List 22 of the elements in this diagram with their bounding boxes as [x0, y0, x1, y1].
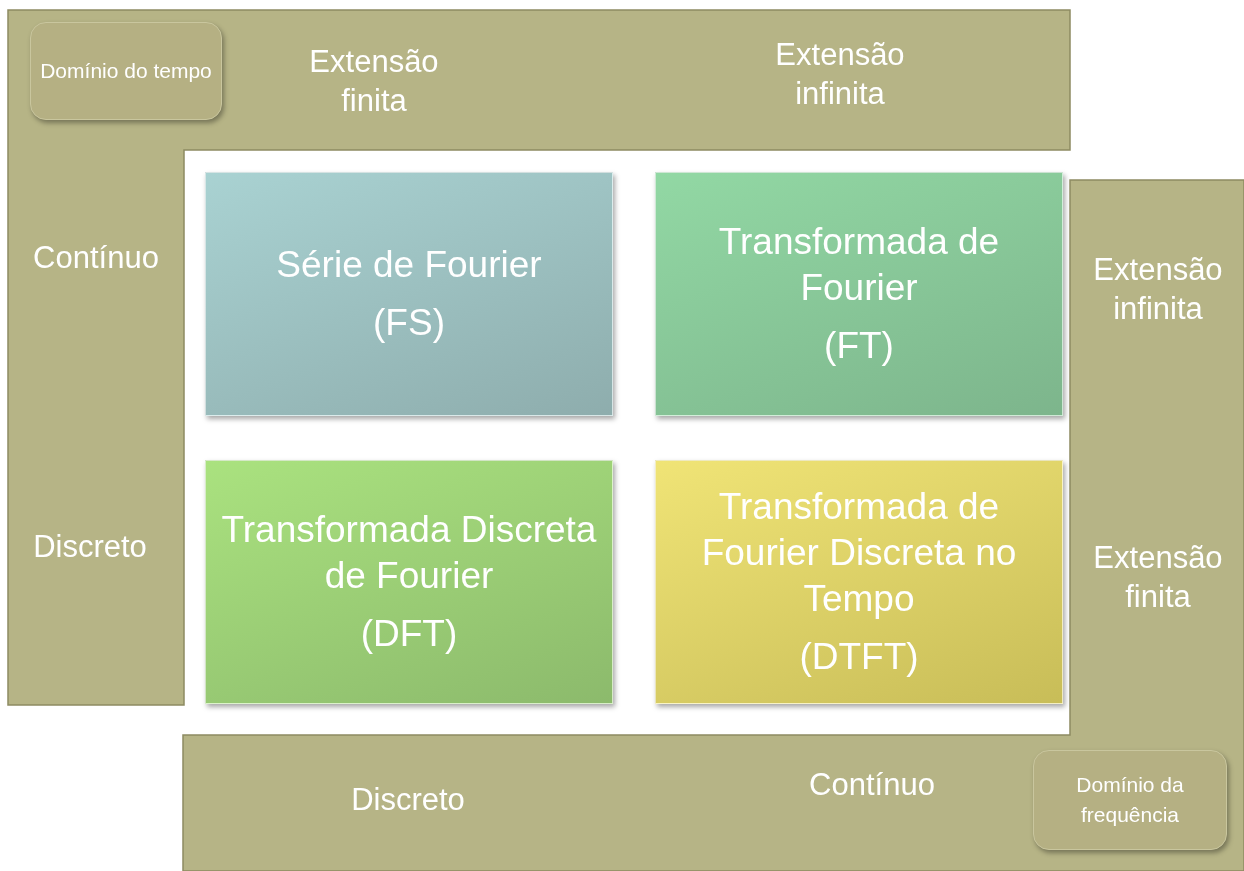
axis-label: Extensão finita — [308, 43, 440, 120]
transform-abbreviation: (FS) — [373, 301, 445, 345]
axis-label: Discreto — [350, 780, 466, 819]
domain-tag: Domínio do tempo — [30, 22, 222, 120]
transform-box — [205, 460, 613, 704]
transform-name: Transformada Discreta de Fourier — [220, 507, 598, 598]
transform-name: Transformada de Fourier Discreta no Tempo — [700, 484, 1018, 621]
transform-abbreviation: (DFT) — [360, 612, 458, 657]
transform-abbreviation: (FT) — [824, 324, 894, 369]
transform-name: Série de Fourier — [276, 242, 542, 287]
transform-box — [655, 460, 1063, 704]
transform-name: Transformada de Fourier — [717, 219, 1001, 310]
axis-label: Contínuo — [32, 238, 160, 277]
axis-label: Contínuo — [808, 765, 936, 804]
domain-tag: Domínio da frequência — [1033, 750, 1227, 850]
transform-box — [205, 172, 613, 416]
axis-label: Extensão finita — [1092, 539, 1224, 616]
transform-box — [655, 172, 1063, 416]
transform-abbreviation: (DTFT) — [799, 635, 919, 680]
axis-label: Extensão infinita — [774, 36, 906, 113]
axis-label: Discreto — [32, 527, 148, 566]
axis-label: Extensão infinita — [1092, 251, 1224, 328]
